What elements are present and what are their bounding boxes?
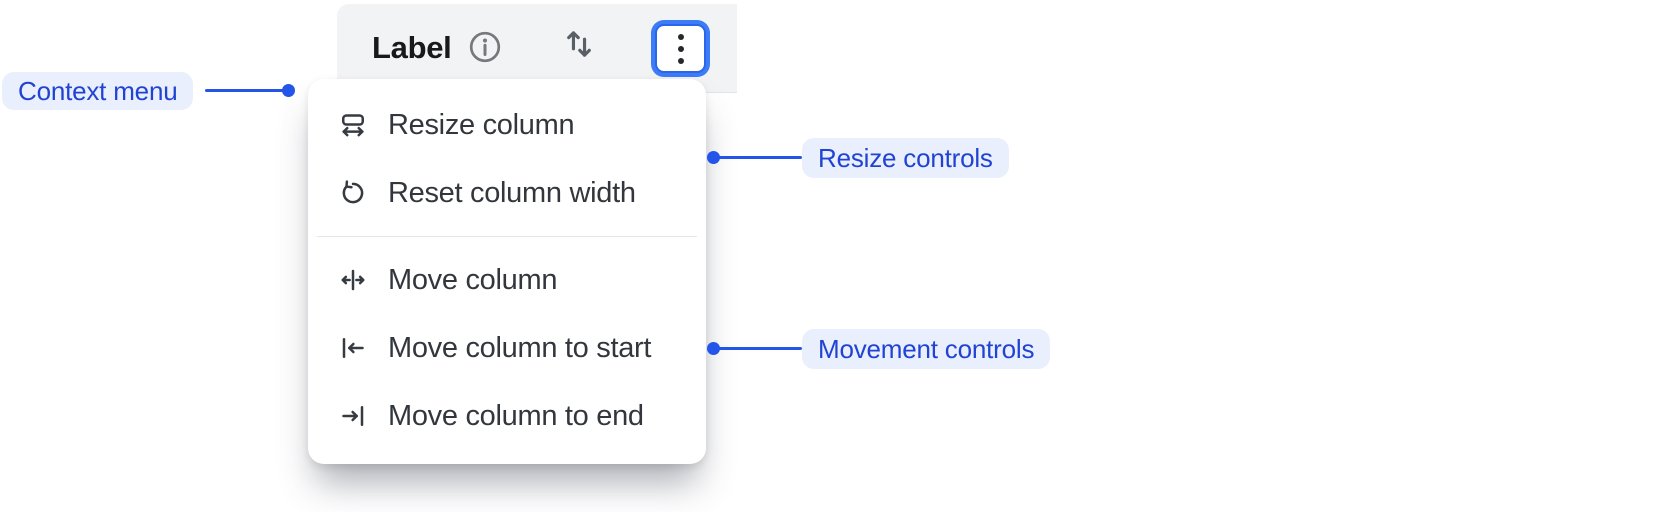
- reset-column-width-icon: [338, 178, 368, 208]
- column-title: Label: [372, 30, 452, 65]
- move-column-icon: [338, 265, 368, 295]
- info-icon[interactable]: [467, 29, 503, 65]
- menu-item-label: Resize column: [388, 108, 575, 141]
- annotation-movement-controls: Movement controls: [802, 329, 1051, 369]
- annotation-line: [713, 156, 802, 159]
- annotation-label: Resize controls: [818, 142, 993, 173]
- annotation-label: Movement controls: [818, 333, 1035, 364]
- column-header: Label: [337, 4, 737, 93]
- menu-divider: [317, 236, 697, 237]
- kebab-menu-icon: [677, 33, 684, 40]
- menu-item-move-column-to-start[interactable]: Move column to start: [308, 314, 706, 382]
- menu-item-label: Move column: [388, 263, 558, 296]
- context-menu: Resize column Reset column width: [308, 79, 706, 464]
- annotation-line: [205, 89, 288, 92]
- annotation-dot: [707, 151, 720, 164]
- menu-item-label: Reset column width: [388, 176, 636, 209]
- resize-column-icon: [338, 110, 368, 140]
- annotation-resize-controls: Resize controls: [802, 138, 1009, 178]
- annotation-dot: [707, 342, 720, 355]
- menu-item-label: Move column to end: [388, 399, 644, 432]
- focus-ring: [651, 20, 710, 77]
- menu-item-label: Move column to start: [388, 331, 652, 364]
- annotation-label: Context menu: [18, 75, 178, 106]
- menu-item-reset-column-width[interactable]: Reset column width: [308, 159, 706, 227]
- more-actions-button[interactable]: [655, 24, 706, 73]
- sort-icon[interactable]: [560, 25, 598, 63]
- menu-item-move-column[interactable]: Move column: [308, 246, 706, 314]
- annotation-context-menu: Context menu: [2, 72, 194, 110]
- menu-item-move-column-to-end[interactable]: Move column to end: [308, 382, 706, 450]
- move-column-to-end-icon: [338, 401, 368, 431]
- annotation-line: [713, 347, 802, 350]
- menu-item-resize-column[interactable]: Resize column: [308, 91, 706, 159]
- move-column-to-start-icon: [338, 333, 368, 363]
- annotation-dot: [282, 84, 295, 97]
